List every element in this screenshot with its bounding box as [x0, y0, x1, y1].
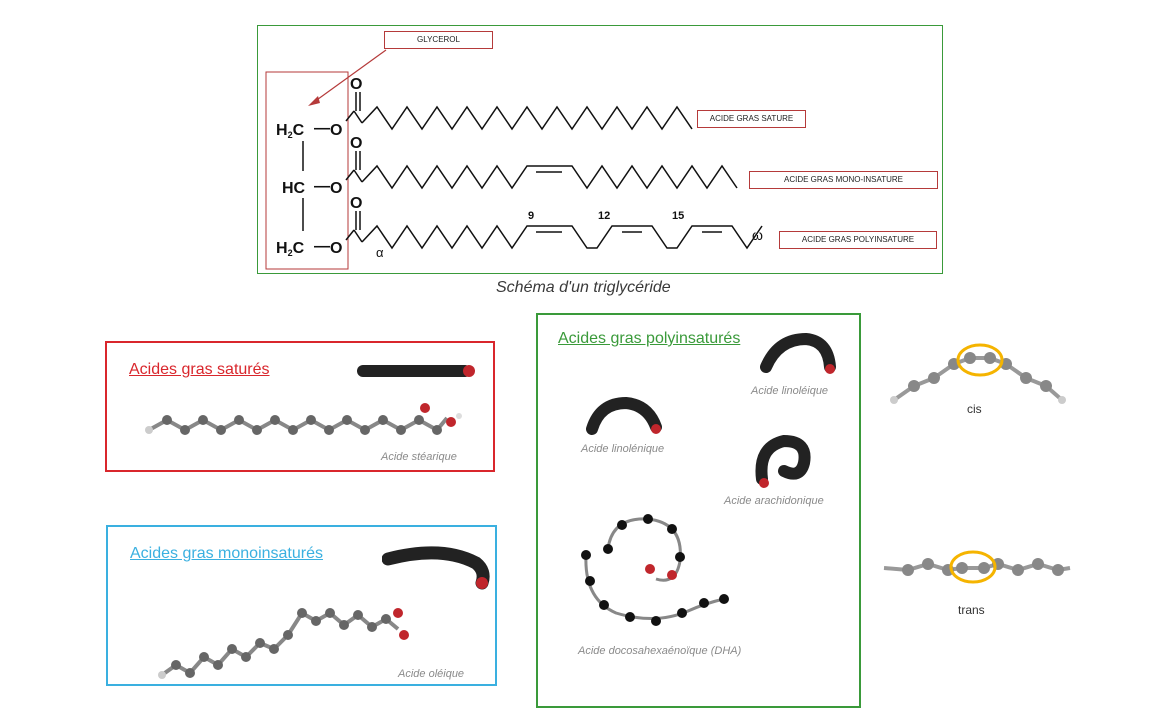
cis-label: cis [967, 402, 982, 416]
oleic-acid-label: Acide oléique [398, 668, 465, 680]
trans-double-bond-highlight [949, 550, 997, 584]
stearic-acid-label: Acide stéarique [381, 451, 457, 463]
position-12-label: 12 [598, 210, 611, 222]
oxygen-carbonyl-1: O [350, 76, 363, 93]
linolenic-acid-label: Acide linolénique [581, 443, 665, 455]
position-15-label: 15 [672, 210, 685, 222]
oxygen-carbonyl-3: O [350, 195, 363, 212]
glycerol-box [265, 71, 349, 270]
linolenic-spacefill-model [586, 396, 662, 435]
oxygen-carbonyl-2: O [350, 135, 363, 152]
monoinsatures-title: Acides gras monoinsaturés [130, 545, 323, 562]
schema-caption: Schéma d'un triglycéride [496, 279, 671, 296]
bond-dash-top: — [314, 120, 330, 137]
stearic-spacefill-model [357, 365, 475, 377]
h2c-atom-top: H2C [276, 122, 305, 140]
bond-dash-bottom: — [314, 238, 330, 255]
h2c-atom-bottom: H2C [276, 240, 305, 258]
glycerol-arrow [313, 49, 387, 103]
glycerol-label: GLYCEROL [384, 31, 493, 49]
cis-double-bond-highlight [956, 343, 1004, 377]
acide-gras-polyinsature-label: ACIDE GRAS POLYINSATURE [779, 231, 937, 249]
stearic-ball-stick-model [145, 403, 462, 435]
acide-gras-sature-label: ACIDE GRAS SATURE [697, 110, 806, 128]
alpha-label: α [376, 245, 384, 260]
oxygen-atom-top: O [330, 122, 343, 139]
polyinsatures-title: Acides gras polyinsaturés [558, 330, 741, 347]
arachidonic-spacefill-model [755, 434, 811, 488]
arachidonic-acid-label: Acide arachidonique [724, 495, 824, 507]
satures-panel: Acides gras saturés Acide stéarique [105, 341, 495, 472]
oxygen-atom-mid: O [330, 180, 343, 197]
polyinsatures-panel: Acides gras polyinsaturés Acide linoléiq… [536, 313, 861, 708]
dha-ball-stick-model [581, 514, 729, 626]
oleic-spacefill-model [382, 546, 490, 590]
triglyceride-structure [265, 49, 763, 270]
bond-dash-mid: — [314, 178, 330, 195]
oxygen-atom-bottom: O [330, 240, 343, 257]
hc-atom: HC [282, 180, 306, 197]
linoleic-spacefill-model [760, 332, 836, 374]
acide-gras-mono-insature-label: ACIDE GRAS MONO-INSATURE [749, 171, 938, 189]
satures-title: Acides gras saturés [129, 361, 270, 378]
omega-label: ω [752, 227, 763, 243]
trans-isomer-model [883, 550, 1071, 584]
monoinsatures-panel: Acides gras monoinsaturés Acide oléique [106, 525, 497, 686]
dha-label: Acide docosahexaénoïque (DHA) [578, 645, 742, 657]
cis-isomer-model [890, 343, 1066, 404]
position-9-label: 9 [528, 210, 535, 222]
trans-label: trans [958, 603, 985, 617]
triglyceride-panel: H2C — O O HC — O O H2C — O O 9 12 15 α ω [257, 25, 943, 274]
oleic-ball-stick-model [158, 608, 409, 679]
linoleic-acid-label: Acide linoléique [751, 385, 829, 397]
